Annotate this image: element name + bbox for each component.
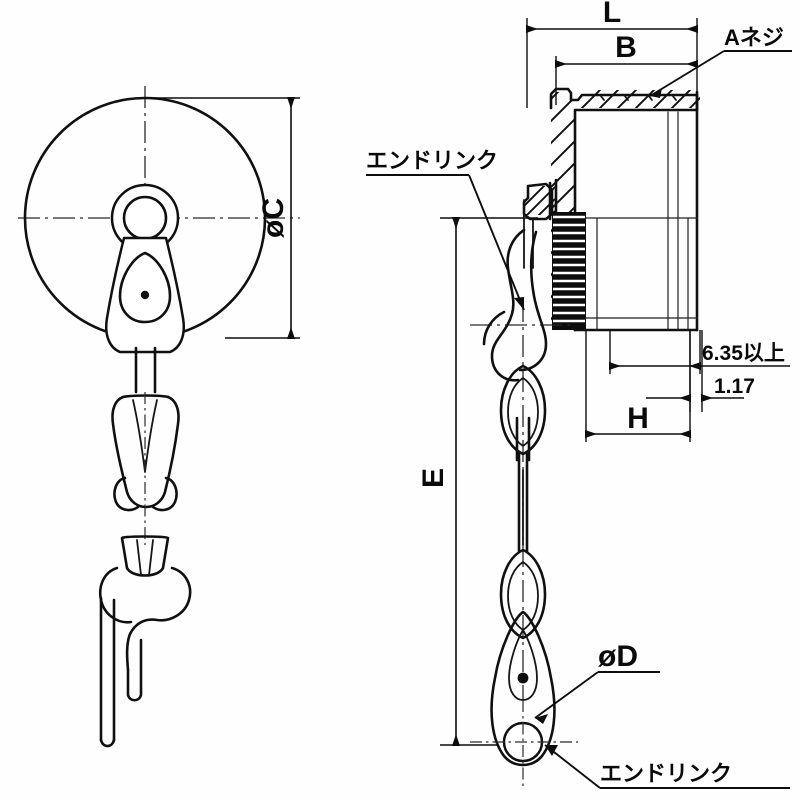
chain-link-a-inner (507, 377, 539, 447)
cap-top-lip-outline (549, 87, 699, 332)
thread-crest-marks (599, 94, 677, 101)
hook-wire-side-upper (490, 228, 526, 382)
c-dimension-label: øC (257, 198, 290, 238)
washer-hatching (524, 186, 556, 215)
chain-link-1-front-outer (111, 395, 180, 509)
right-section-view-group: L B (366, 0, 792, 790)
collar-edge-lines (548, 178, 558, 221)
h-dimension-label: H (627, 402, 649, 435)
d-dimension-leader-arrow (535, 714, 548, 724)
step-dimension-label: 1.17 (714, 375, 755, 398)
tether-eye-teardrop (118, 251, 172, 324)
end-link-top-leader-line (468, 174, 525, 311)
thread-leader-arrow (650, 88, 662, 98)
knurl-ribs (553, 215, 585, 323)
d-dimension-label: øD (598, 640, 638, 673)
hook-wire-side-lower (518, 230, 548, 372)
end-link-bottom-leader-arrow (545, 745, 558, 756)
thread-leader-line (649, 50, 725, 97)
l-dimension-label: L (603, 0, 621, 29)
end-link-top-label: エンドリンク (366, 148, 498, 173)
chain-link-1-inner-wedge (132, 399, 158, 473)
chain-link-b-outer (499, 548, 547, 640)
end-link-body-outline (490, 610, 556, 767)
b-dimension-label: B (615, 31, 637, 64)
d-dimension-leader-line (534, 671, 599, 719)
hook-wire-leg-tip (99, 738, 116, 748)
thread-annotation-label: Aネジ (724, 25, 784, 50)
knurled-collar-body (552, 212, 586, 330)
end-link-upper-hole (517, 672, 529, 684)
chain-connector-stem (517, 452, 529, 554)
end-link-bottom-leader-line (544, 744, 601, 789)
left-front-view-group: øC (18, 86, 300, 748)
hook-wire-side-bend (482, 310, 506, 346)
e-dimension-label: E (417, 468, 450, 488)
hook-wire-short-leg (126, 638, 143, 702)
tether-eye-hole (140, 290, 150, 300)
hook-wire-curve-right (125, 566, 192, 672)
chain-link-a-outer (499, 364, 547, 456)
chain-link-a-stem (515, 416, 531, 462)
end-link-bottom-label: エンドリンク (600, 761, 732, 786)
chain-link-2-inner-lines (136, 539, 154, 576)
min-thickness-label: 6.35以上 (702, 342, 785, 365)
chain-link-1-lug-right (151, 476, 178, 512)
chain-link-2-front (120, 535, 170, 577)
end-link-top-leader-arrow (514, 297, 524, 310)
tether-shaft-front (134, 346, 157, 394)
chain-link-1-lug-left (113, 476, 140, 512)
cap-top-hatching (575, 90, 700, 108)
